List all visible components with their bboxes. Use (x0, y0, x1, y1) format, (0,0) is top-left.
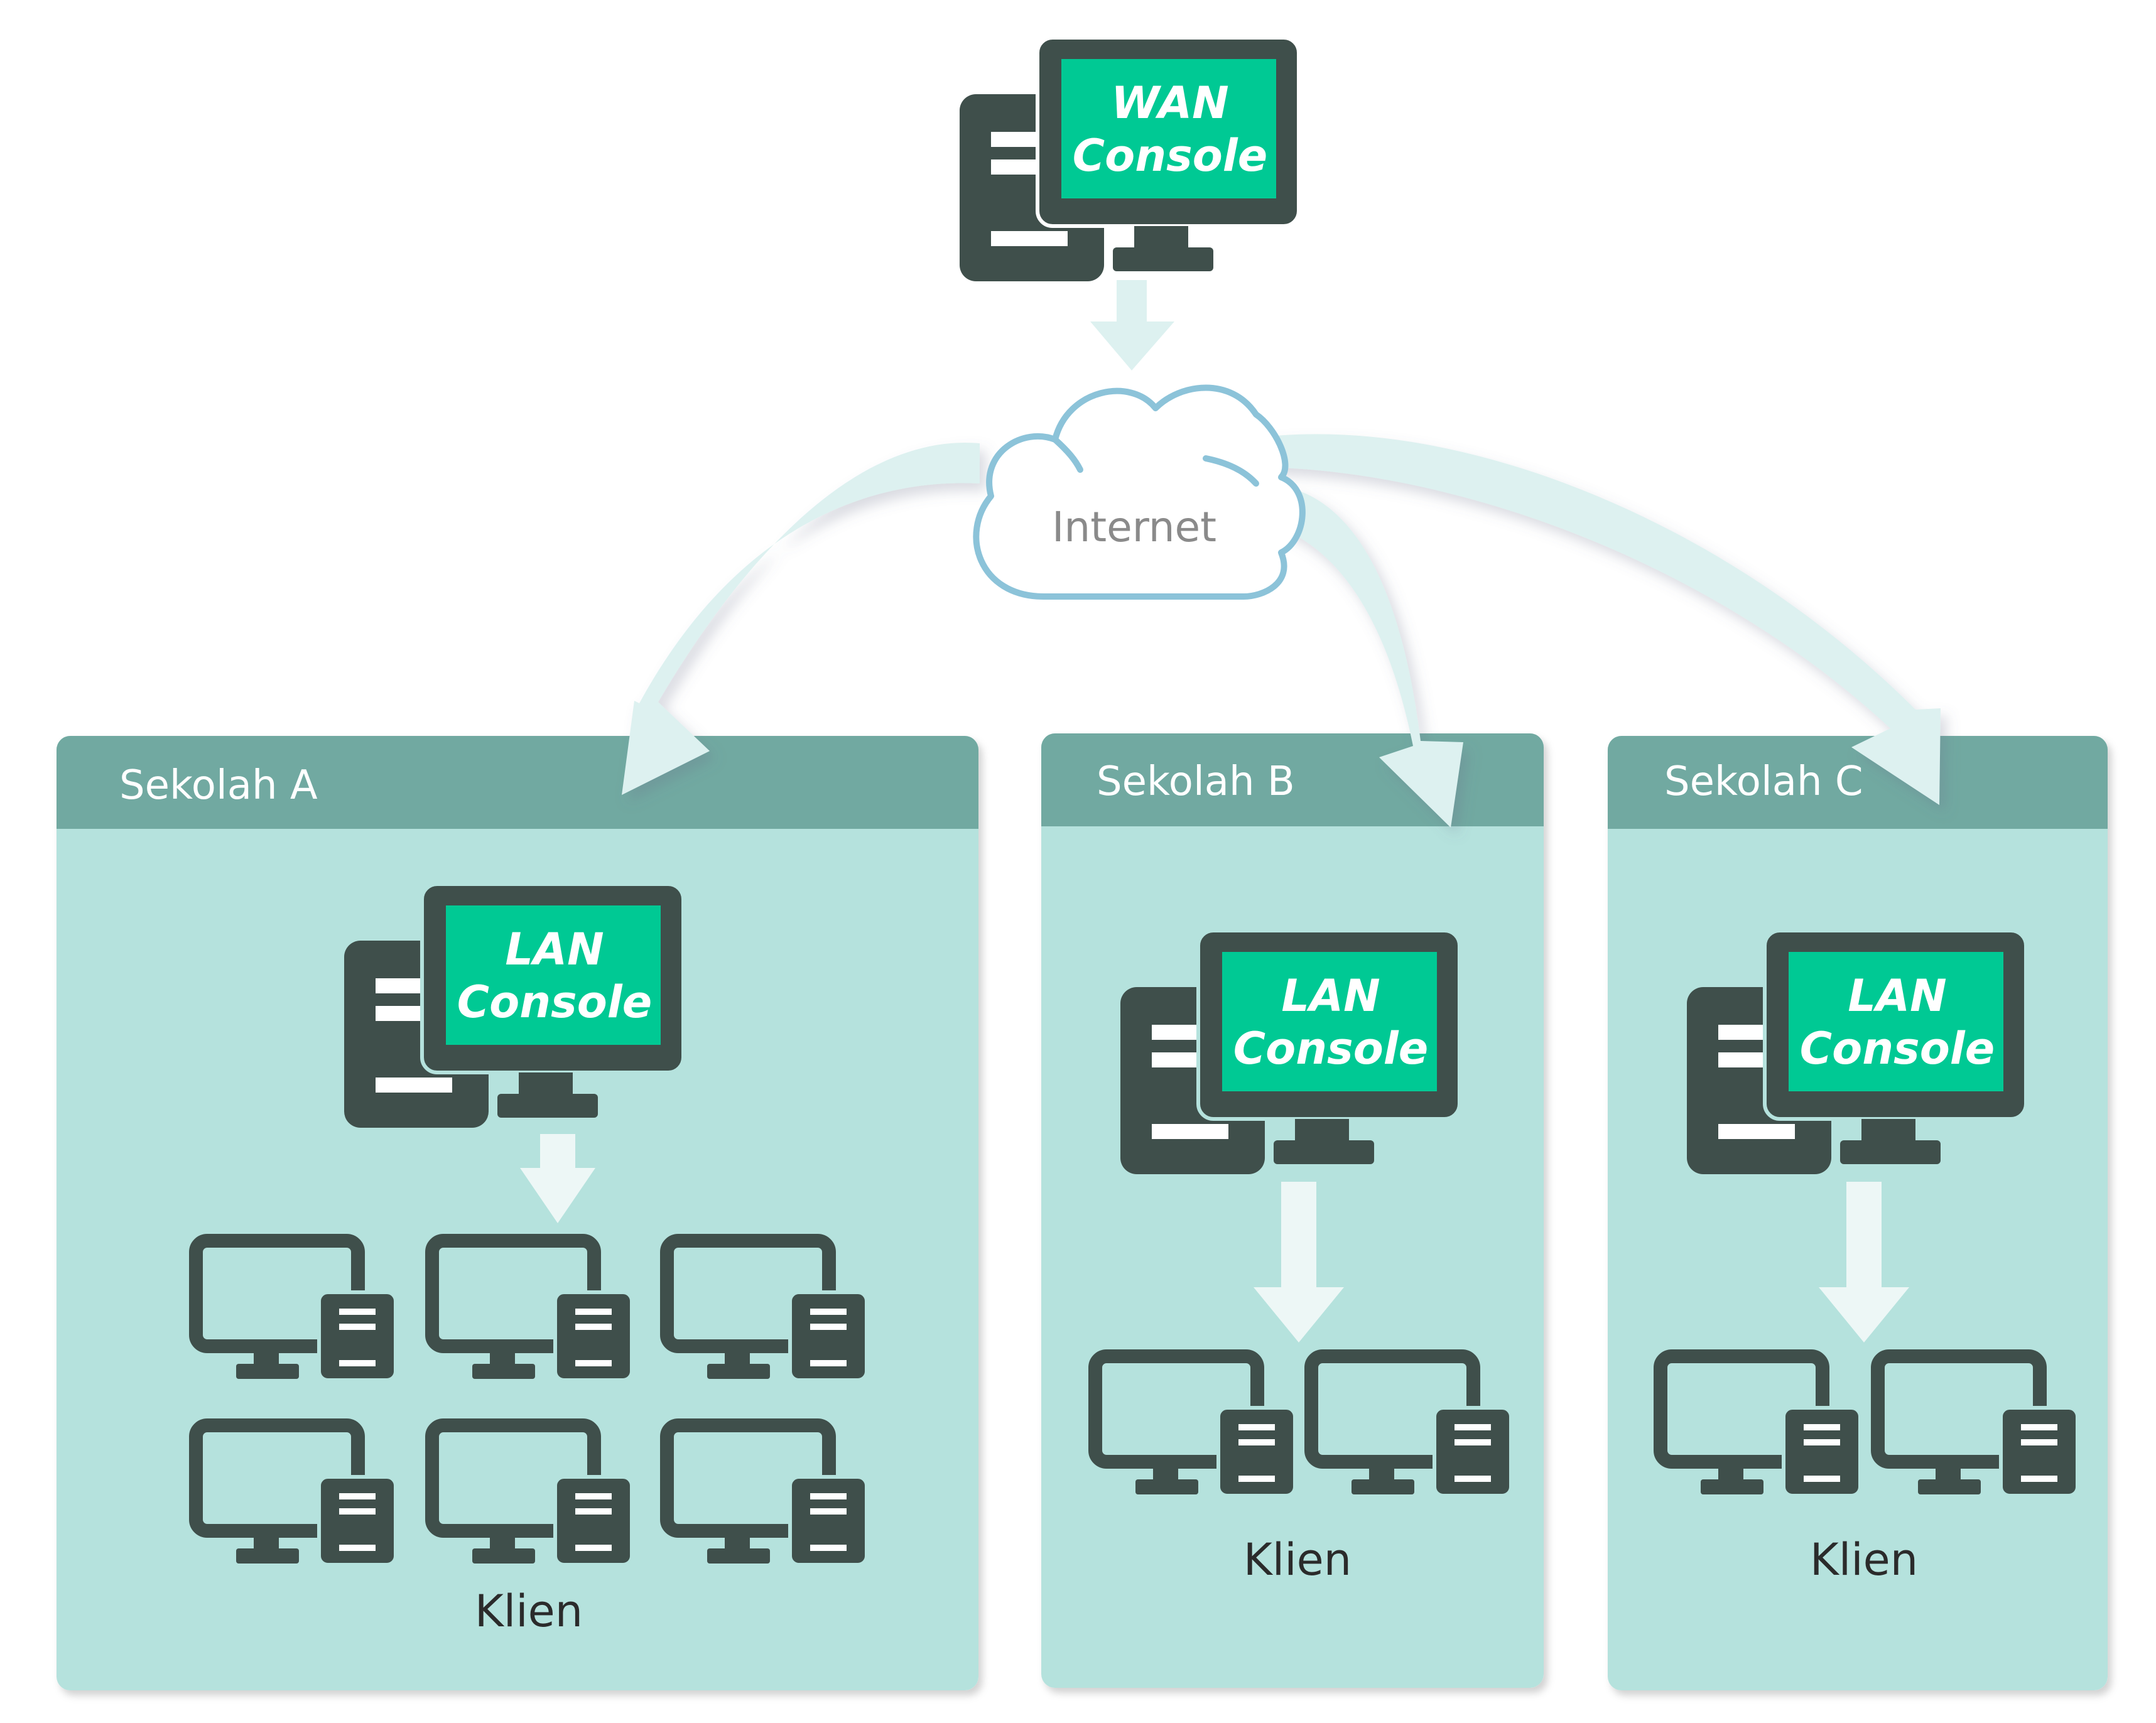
client-computer-icon (660, 1234, 869, 1382)
console-to-clients-arrow-b (1254, 1182, 1344, 1342)
monitor-icon (1196, 929, 1461, 1164)
console-to-clients-arrow-c (1819, 1182, 1909, 1342)
client-computer-icon (660, 1418, 869, 1567)
client-computer-icon (189, 1234, 398, 1382)
lan-console-b (1120, 929, 1461, 1174)
lan-console-b-line1: LAN (1281, 970, 1380, 1022)
client-computer-icon (1088, 1349, 1297, 1498)
lan-console-a (344, 882, 685, 1128)
client-computer-icon (425, 1234, 634, 1382)
monitor-icon (1036, 36, 1301, 271)
internet-to-school-arrows (622, 434, 1941, 828)
clients-label-c: Klien (1810, 1534, 1918, 1585)
lan-console-c-line1: LAN (1848, 970, 1946, 1022)
client-computer-icon (1871, 1349, 2079, 1498)
lan-console-c-line2: Console (1800, 1023, 1995, 1074)
internet-cloud (973, 384, 1306, 600)
clients-label-a: Klien (475, 1585, 583, 1637)
lan-console-b-line2: Console (1233, 1023, 1429, 1074)
client-computer-icon (189, 1418, 398, 1567)
client-computer-icon (425, 1418, 634, 1567)
wan-console-line2: Console (1073, 130, 1268, 181)
internet-label: Internet (1052, 503, 1216, 551)
arrow-to-school-b (1279, 487, 1463, 828)
lan-console-a-line2: Console (457, 976, 653, 1028)
lan-console-a-line1: LAN (505, 924, 604, 975)
wan-to-internet-arrow (1090, 280, 1174, 370)
school-c-title: Sekolah C (1664, 759, 1863, 805)
clients-label-b: Klien (1243, 1534, 1352, 1585)
arrow-to-school-c (1243, 434, 1941, 805)
arrow-to-school-a (622, 442, 980, 795)
monitor-icon (420, 882, 685, 1118)
school-a-title: Sekolah A (119, 762, 318, 809)
school-b-title: Sekolah B (1097, 759, 1295, 805)
console-to-clients-arrow-a (520, 1134, 595, 1223)
client-computer-icon (1654, 1349, 1862, 1498)
school-panel-a (57, 736, 978, 1690)
client-computer-icon (1304, 1349, 1513, 1498)
monitor-icon (1763, 929, 2028, 1164)
wan-console (960, 36, 1301, 281)
client-computers (189, 1234, 2079, 1567)
wan-console-line1: WAN (1111, 77, 1228, 129)
lan-console-c (1687, 929, 2028, 1174)
